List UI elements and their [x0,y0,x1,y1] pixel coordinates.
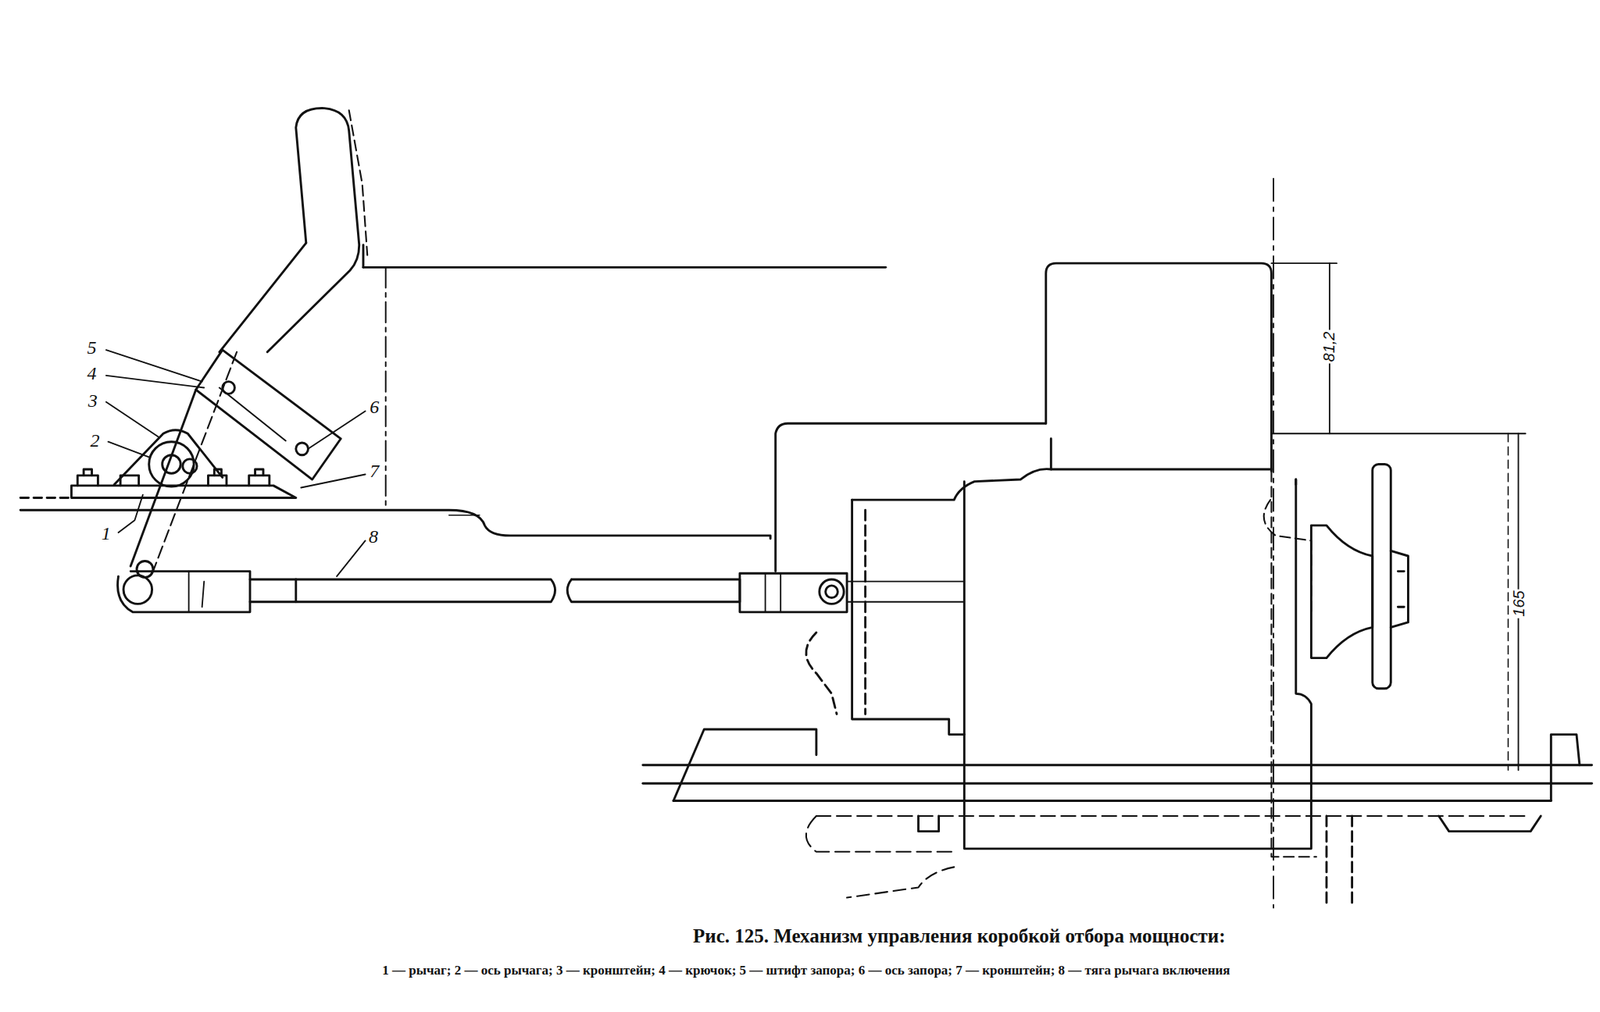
callout-number: 5 [85,337,99,358]
callout-number: 2 [88,430,101,451]
callout-number: 3 [86,390,100,411]
dimension-label: 81,2 [1321,330,1339,365]
parts-list: 1 — рычаг; 2 — ось рычага; 3 — кронштейн… [382,964,1230,979]
callout-number: 7 [367,460,381,482]
callout-number: 6 [367,396,381,418]
callout-number: 4 [85,363,99,384]
callout-number: 1 [100,523,113,544]
dimension-label: 165 [1510,589,1528,619]
callout-number: 8 [367,526,380,547]
figure-caption: Рис. 125. Механизм управления коробкой о… [692,925,1226,948]
